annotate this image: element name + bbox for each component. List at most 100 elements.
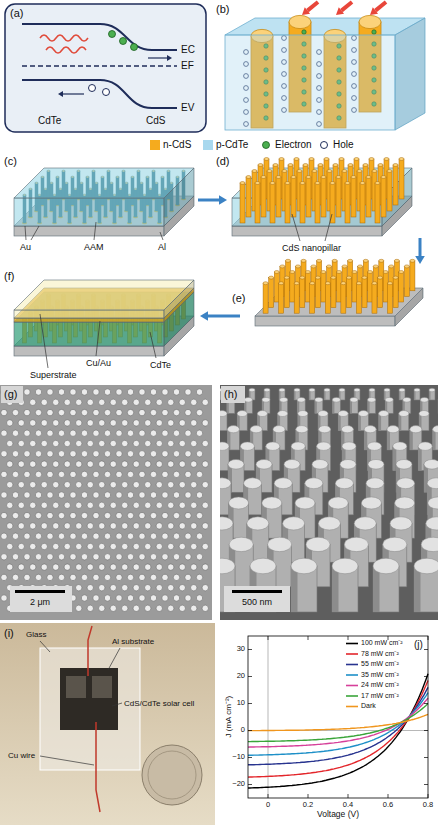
pillar-dot: [76, 461, 82, 467]
pillar-top: [220, 558, 235, 574]
pillar-dot: [87, 399, 93, 405]
pillar-top: [324, 388, 330, 392]
pillar-dot: [162, 430, 168, 436]
electron-dot: [302, 30, 306, 34]
pillar-dot: [30, 523, 36, 529]
pillar-top: [283, 517, 305, 530]
pillar-top: [294, 388, 300, 392]
pillar-dot: [196, 451, 202, 457]
electron-dot: [131, 44, 138, 51]
leader-line: [31, 226, 39, 240]
tick: [248, 676, 252, 677]
pillar-dot: [24, 492, 30, 498]
band-label: EV: [181, 102, 194, 114]
jv-curve: [248, 693, 428, 756]
pillar-top: [228, 459, 244, 469]
pillar-dot: [104, 554, 110, 560]
cds-pillar-top: [373, 265, 378, 268]
pillar-dot: [145, 585, 151, 591]
cds-pillar-top: [339, 158, 344, 161]
pillar-dot: [133, 523, 139, 529]
legend-line: [346, 685, 358, 687]
pillar-dot: [110, 585, 116, 591]
cds-pillar-top: [258, 164, 263, 167]
pillar-dot: [173, 430, 179, 436]
pillar-top: [338, 411, 348, 417]
pillar-top: [350, 397, 358, 402]
pillar-dot: [47, 389, 53, 395]
axis-title: J (mA cm⁻²): [224, 696, 233, 738]
pillar-dot: [99, 502, 105, 508]
panel-label: (g): [4, 388, 17, 401]
pillar-dot: [110, 482, 116, 488]
panel-frame: [5, 4, 206, 132]
pillar-top: [273, 426, 285, 433]
pillar-dot: [191, 543, 197, 549]
pillar-dot: [122, 420, 128, 426]
pillar-dot: [24, 409, 30, 415]
panel-label: (h): [224, 388, 237, 401]
legend-text: 55 mW cm⁻²: [361, 660, 399, 668]
pillar-dot: [93, 471, 99, 477]
pillar-dot: [127, 492, 133, 498]
pillar-dot: [58, 533, 64, 539]
pillar-dot: [196, 409, 202, 415]
pillar-dot: [162, 389, 168, 395]
cds-pillar-top: [240, 182, 245, 185]
pillar-dot: [12, 471, 18, 477]
pillar-top: [291, 558, 317, 574]
pillar-dot: [41, 399, 47, 405]
pillar-dot: [30, 564, 36, 570]
electron-dot: [120, 38, 127, 45]
pillar-dot: [76, 543, 82, 549]
pillar-dot: [162, 595, 168, 601]
pillar-dot: [58, 451, 64, 457]
pillar-dot: [133, 482, 139, 488]
cds-pillar: [300, 183, 305, 223]
pillar-dot: [70, 389, 76, 395]
cds-pillar: [279, 283, 284, 313]
pillar-dot: [18, 440, 24, 446]
pillar-dot: [81, 471, 87, 477]
pillar-dot: [99, 564, 105, 570]
pillar-top: [315, 397, 323, 402]
panel-label: (a): [10, 7, 23, 20]
pillar-dot: [30, 502, 36, 508]
cds-pillar: [261, 177, 266, 217]
pillar-top: [297, 397, 305, 402]
pillar-dot: [99, 399, 105, 405]
legend-text: 35 mW cm⁻²: [361, 671, 399, 679]
pillar-dot: [99, 585, 105, 591]
leader-line: [40, 756, 94, 765]
part-label: Al substrate: [112, 637, 154, 646]
tick-label: 0.6: [383, 801, 393, 810]
cds-pillar-top: [362, 276, 367, 279]
pillar-top: [274, 478, 292, 489]
pillar-dot: [7, 420, 13, 426]
cds-pillar-top: [312, 170, 317, 173]
pillar-dot: [81, 554, 87, 560]
pillar-dot: [41, 440, 47, 446]
pillar-top: [247, 517, 269, 530]
al-layer-front: [232, 226, 382, 236]
cds-pillar-top: [325, 282, 330, 285]
cdte-side: [395, 18, 425, 130]
pillar-dot: [70, 492, 76, 498]
pillar-dot: [35, 389, 41, 395]
pillar-top: [257, 411, 267, 417]
pillar-dot: [12, 574, 18, 580]
pillar-dot: [47, 574, 53, 580]
cds-pillar-top: [269, 276, 274, 279]
pillar-top: [399, 388, 405, 392]
cds-pillar-top: [303, 164, 308, 167]
pillar-dot: [173, 492, 179, 498]
pillar-top: [227, 426, 239, 433]
pillar-top: [244, 397, 252, 402]
part-label: Al: [158, 242, 166, 252]
cds-pillar: [246, 177, 251, 217]
pillar-dot: [41, 543, 47, 549]
pillar-top: [332, 558, 358, 574]
pillar-top: [387, 426, 399, 433]
cds-pillar-top: [246, 176, 251, 179]
pillar-dot: [179, 605, 185, 611]
